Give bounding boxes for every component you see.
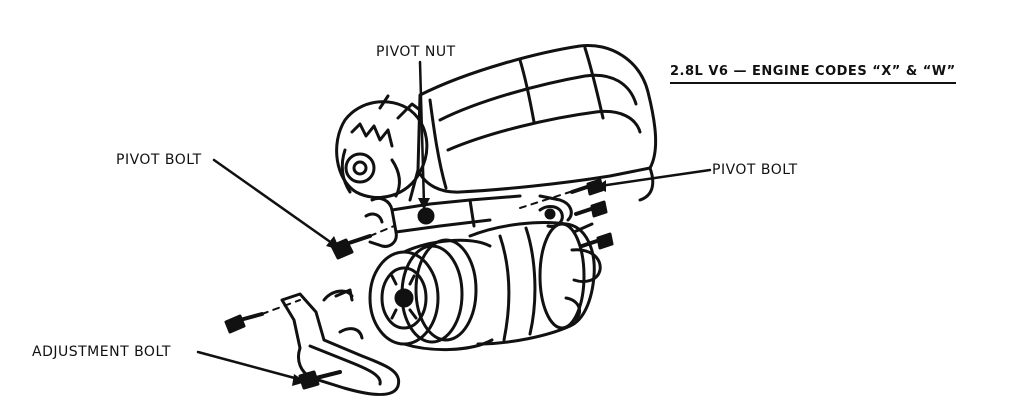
leader-adjustment-bolt (196, 350, 304, 382)
diagram-title: 2.8L V6 — ENGINE CODES “X” & “W” (670, 64, 956, 84)
leader-lines (196, 60, 712, 382)
adjustment-bracket (280, 288, 401, 396)
ac-compressor (368, 205, 602, 352)
leader-pivot-nut (418, 60, 426, 206)
mounting-bracket (364, 194, 573, 248)
pivot-bolts-right-part (519, 178, 614, 250)
leader-pivot-bolt-left (212, 158, 338, 248)
label-pivot-bolt-left: PIVOT BOLT (116, 152, 202, 168)
pivot-bolt-left-part (330, 225, 395, 260)
label-pivot-nut: PIVOT NUT (376, 44, 456, 60)
leader-pivot-bolt-right (598, 168, 712, 188)
alternator (335, 94, 429, 200)
valve-cover (408, 43, 658, 202)
label-pivot-bolt-right: PIVOT BOLT (712, 162, 798, 178)
adjustment-bolt-part (224, 299, 342, 390)
leader-arrowheads (292, 180, 606, 386)
label-adjustment-bolt: ADJUSTMENT BOLT (32, 344, 171, 360)
